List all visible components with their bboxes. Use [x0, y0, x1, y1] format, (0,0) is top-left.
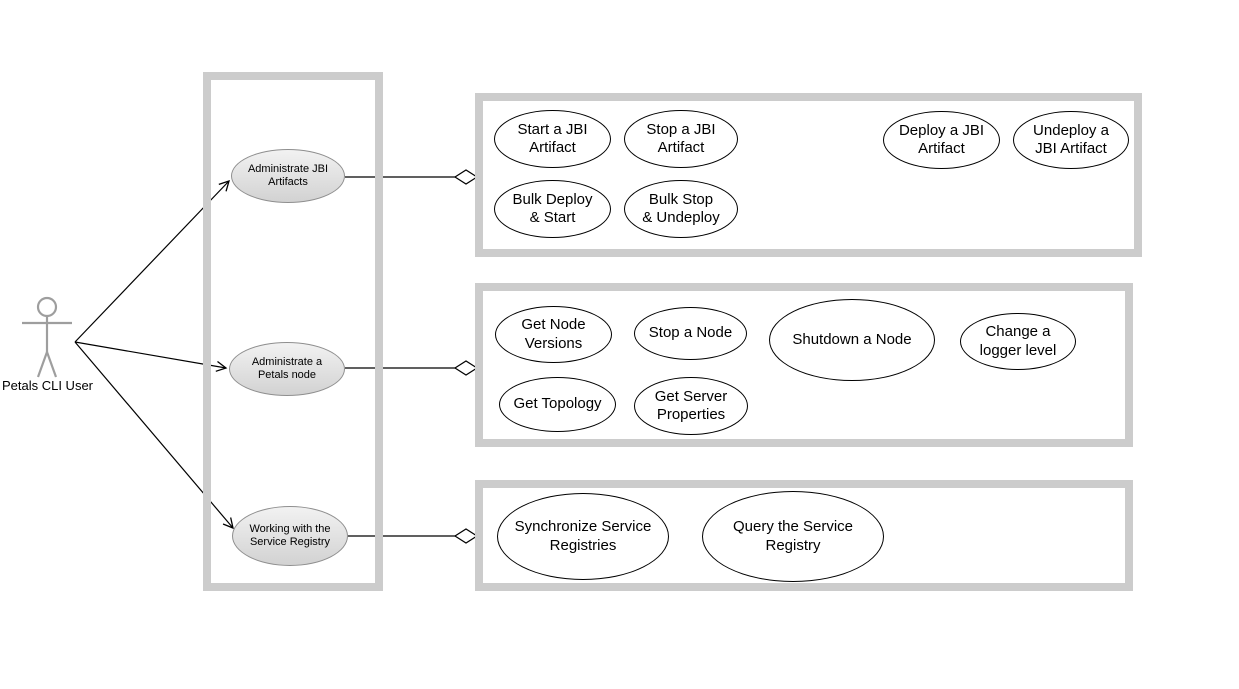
usecase-shutdown-a-node: Shutdown a Node — [769, 299, 935, 381]
usecase-undeploy-jbi-artifact: Undeploy a JBI Artifact — [1013, 111, 1129, 169]
usecase-label: Administrate JBI Artifacts — [247, 162, 329, 188]
usecase-label: Query the Service Registry — [732, 518, 854, 554]
usecase-label: Bulk Stop & Undeploy — [642, 190, 720, 226]
usecase-label: Get Topology — [513, 395, 602, 413]
usecase-administrate-petals-node: Administrate a Petals node — [229, 342, 345, 396]
aggregation-diamond-icon — [453, 169, 479, 185]
usecase-bulk-deploy-start: Bulk Deploy & Start — [494, 180, 611, 238]
usecase-label: Stop a Node — [648, 324, 733, 342]
usecase-label: Bulk Deploy & Start — [512, 190, 593, 226]
usecase-label: Working with the Service Registry — [249, 522, 331, 548]
actor-leg-left — [36, 351, 49, 378]
frame-petals-node-usecases — [475, 283, 1133, 447]
aggregation-diamond-icon — [453, 360, 479, 376]
usecase-label: Start a JBI Artifact — [517, 120, 588, 156]
frame-primary-usecases — [203, 72, 383, 591]
usecase-synchronize-service-registries: Synchronize Service Registries — [497, 493, 669, 580]
usecase-administrate-jbi-artifacts: Administrate JBI Artifacts — [231, 149, 345, 203]
usecase-label: Undeploy a JBI Artifact — [1033, 121, 1109, 157]
usecase-get-topology: Get Topology — [499, 377, 616, 432]
usecase-stop-jbi-artifact: Stop a JBI Artifact — [624, 110, 738, 168]
usecase-query-service-registry: Query the Service Registry — [702, 491, 884, 582]
usecase-get-node-versions: Get Node Versions — [495, 306, 612, 363]
usecase-label: Get Node Versions — [521, 316, 586, 352]
petals-cli-user-actor-icon — [22, 296, 72, 378]
usecase-working-with-service-registry: Working with the Service Registry — [232, 506, 348, 566]
usecase-label: Stop a JBI Artifact — [646, 120, 716, 156]
frame-jbi-artifact-usecases — [475, 93, 1142, 257]
actor-head — [36, 296, 58, 318]
actor-leg-right — [45, 351, 58, 378]
usecase-label: Administrate a Petals node — [251, 355, 323, 381]
usecase-label: Deploy a JBI Artifact — [898, 121, 985, 157]
usecase-change-logger-level: Change a logger level — [960, 313, 1076, 370]
usecase-label: Synchronize Service Registries — [514, 518, 652, 554]
usecase-label: Change a logger level — [979, 323, 1057, 359]
actor-label: Petals CLI User — [1, 378, 94, 393]
usecase-get-server-properties: Get Server Properties — [634, 377, 748, 435]
frame-service-registry-usecases — [475, 480, 1133, 591]
usecase-deploy-jbi-artifact: Deploy a JBI Artifact — [883, 111, 1000, 169]
usecase-label: Shutdown a Node — [792, 330, 912, 348]
usecase-stop-a-node: Stop a Node — [634, 307, 747, 360]
usecase-start-jbi-artifact: Start a JBI Artifact — [494, 110, 611, 168]
usecase-bulk-stop-undeploy: Bulk Stop & Undeploy — [624, 180, 738, 238]
aggregation-diamond-icon — [453, 528, 479, 544]
usecase-label: Get Server Properties — [654, 387, 728, 423]
